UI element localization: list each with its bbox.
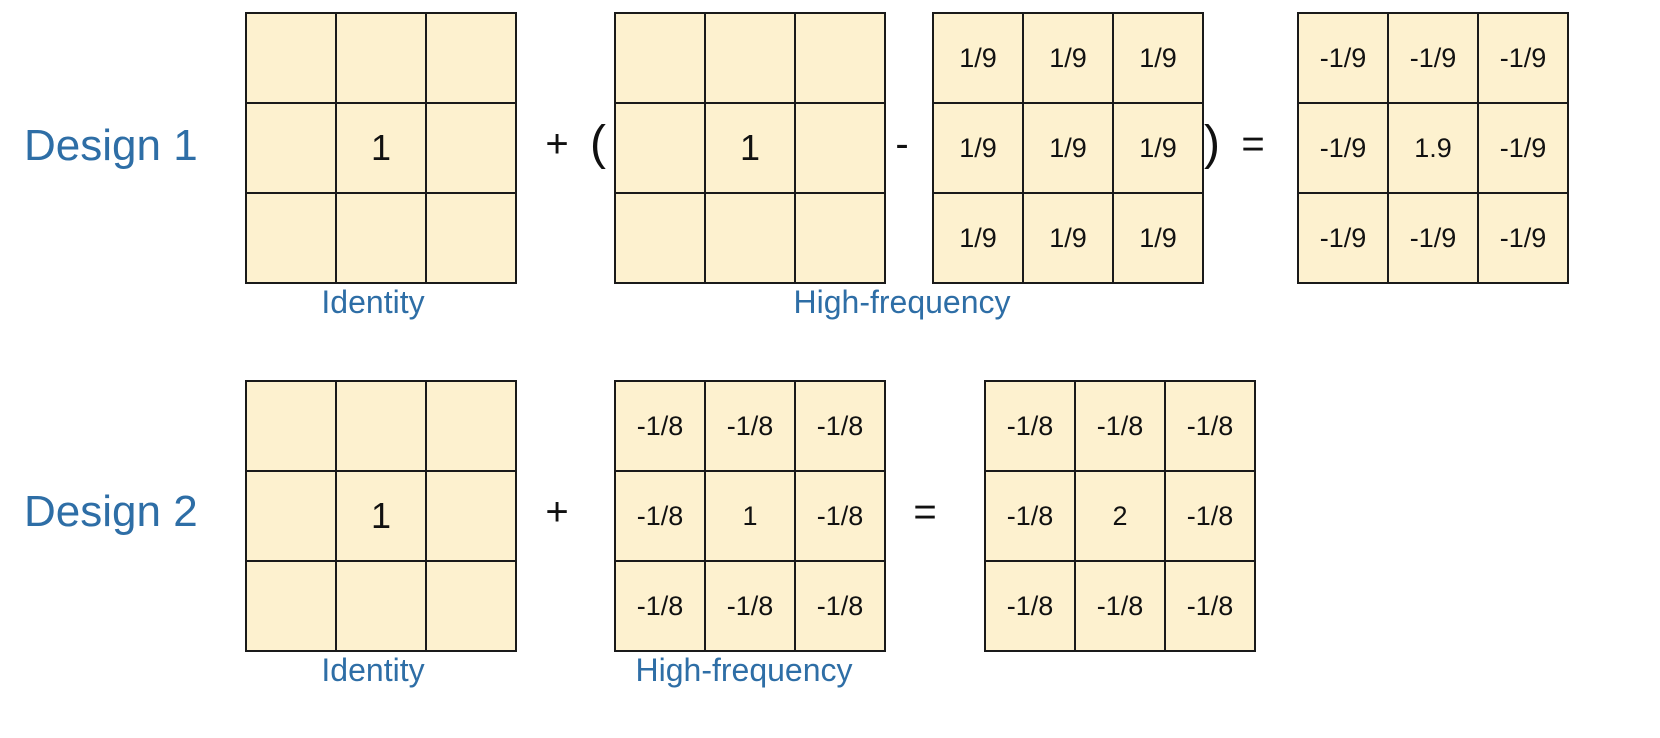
- kernel-cell: [246, 13, 336, 103]
- kernel-cell: [426, 103, 516, 193]
- kernel-cell: -1/9: [1478, 193, 1568, 283]
- open-paren: (: [590, 117, 606, 170]
- design-1-label: Design 1: [24, 121, 198, 170]
- kernel-cell: [426, 471, 516, 561]
- design-2-high-frequency-caption: High-frequency: [635, 652, 853, 688]
- kernel-cell: [246, 471, 336, 561]
- design-2-result-kernel: -1/8 -1/8 -1/8 -1/8 2 -1/8 -1/8 -1/8 -1/…: [984, 380, 1256, 652]
- design-1-identity-kernel: 1: [245, 12, 517, 284]
- kernel-cell: -1/8: [795, 561, 885, 651]
- equals-operator: =: [913, 490, 937, 534]
- kernel-cell: [426, 193, 516, 283]
- kernel-cell: [705, 13, 795, 103]
- kernel-cell: -1/8: [1075, 381, 1165, 471]
- kernel-cell: [336, 561, 426, 651]
- kernel-cell: [426, 381, 516, 471]
- kernel-cell: [795, 13, 885, 103]
- kernel-cell: [426, 561, 516, 651]
- kernel-cell: [246, 381, 336, 471]
- kernel-cell: [246, 103, 336, 193]
- kernel-cell-center: 1: [705, 471, 795, 561]
- kernel-cell: 1/9: [1023, 13, 1113, 103]
- kernel-cell-center: 1: [705, 103, 795, 193]
- kernel-cell: 1/9: [1113, 193, 1203, 283]
- close-paren: ): [1204, 117, 1220, 170]
- kernel-cell: -1/9: [1298, 13, 1388, 103]
- kernel-cell: -1/9: [1298, 103, 1388, 193]
- kernel-cell: -1/8: [615, 471, 705, 561]
- kernel-cell: [336, 13, 426, 103]
- kernel-cell: -1/8: [985, 381, 1075, 471]
- design-1-impulse-kernel: 1: [614, 12, 886, 284]
- design-1-identity-caption: Identity: [321, 284, 425, 320]
- kernel-cell: -1/8: [985, 471, 1075, 561]
- kernel-cell: -1/8: [1165, 381, 1255, 471]
- equals-operator: =: [1241, 122, 1265, 166]
- kernel-cell: [336, 381, 426, 471]
- kernel-cell-center: 2: [1075, 471, 1165, 561]
- kernel-cell: -1/8: [1075, 561, 1165, 651]
- kernel-cell: -1/9: [1298, 193, 1388, 283]
- kernel-cell: -1/8: [985, 561, 1075, 651]
- design-1-box-blur-kernel: 1/9 1/9 1/9 1/9 1/9 1/9 1/9 1/9 1/9: [932, 12, 1204, 284]
- design-2-identity-caption: Identity: [321, 652, 425, 688]
- kernel-cell: -1/8: [795, 471, 885, 561]
- kernel-cell: -1/8: [615, 381, 705, 471]
- kernel-cell: [426, 13, 516, 103]
- kernel-cell: [615, 103, 705, 193]
- kernel-cell: 1/9: [933, 103, 1023, 193]
- kernel-cell: -1/9: [1388, 193, 1478, 283]
- kernel-cell: [336, 193, 426, 283]
- kernel-cell: [795, 193, 885, 283]
- kernel-cell: [246, 193, 336, 283]
- design-2-identity-kernel: 1: [245, 380, 517, 652]
- kernel-cell: 1/9: [933, 193, 1023, 283]
- kernel-cell: -1/8: [1165, 471, 1255, 561]
- kernel-cell: [705, 193, 795, 283]
- kernel-cell: -1/8: [705, 381, 795, 471]
- kernel-cell: 1/9: [1023, 193, 1113, 283]
- kernel-cell: 1/9: [933, 13, 1023, 103]
- kernel-cell-center: 1: [336, 471, 426, 561]
- kernel-cell: -1/8: [615, 561, 705, 651]
- design-2-high-frequency-kernel: -1/8 -1/8 -1/8 -1/8 1 -1/8 -1/8 -1/8 -1/…: [614, 380, 886, 652]
- kernel-cell-center: 1: [336, 103, 426, 193]
- design-1-high-frequency-caption: High-frequency: [793, 284, 1011, 320]
- kernel-cell: -1/8: [795, 381, 885, 471]
- kernel-cell: [795, 103, 885, 193]
- kernel-cell: -1/8: [705, 561, 795, 651]
- kernel-cell-center: 1.9: [1388, 103, 1478, 193]
- kernel-cell: [246, 561, 336, 651]
- design-1-result-kernel: -1/9 -1/9 -1/9 -1/9 1.9 -1/9 -1/9 -1/9 -…: [1297, 12, 1569, 284]
- kernel-cell: [615, 193, 705, 283]
- kernel-cell: 1/9: [1113, 13, 1203, 103]
- kernel-cell: 1/9: [1113, 103, 1203, 193]
- kernel-cell: -1/9: [1478, 13, 1568, 103]
- kernel-cell-center: 1/9: [1023, 103, 1113, 193]
- kernel-cell: -1/9: [1478, 103, 1568, 193]
- plus-operator: +: [545, 122, 569, 166]
- kernel-cell: [615, 13, 705, 103]
- plus-operator: +: [545, 490, 569, 534]
- kernel-cell: -1/8: [1165, 561, 1255, 651]
- minus-operator: -: [895, 122, 909, 166]
- design-2-label: Design 2: [24, 487, 198, 536]
- kernel-cell: -1/9: [1388, 13, 1478, 103]
